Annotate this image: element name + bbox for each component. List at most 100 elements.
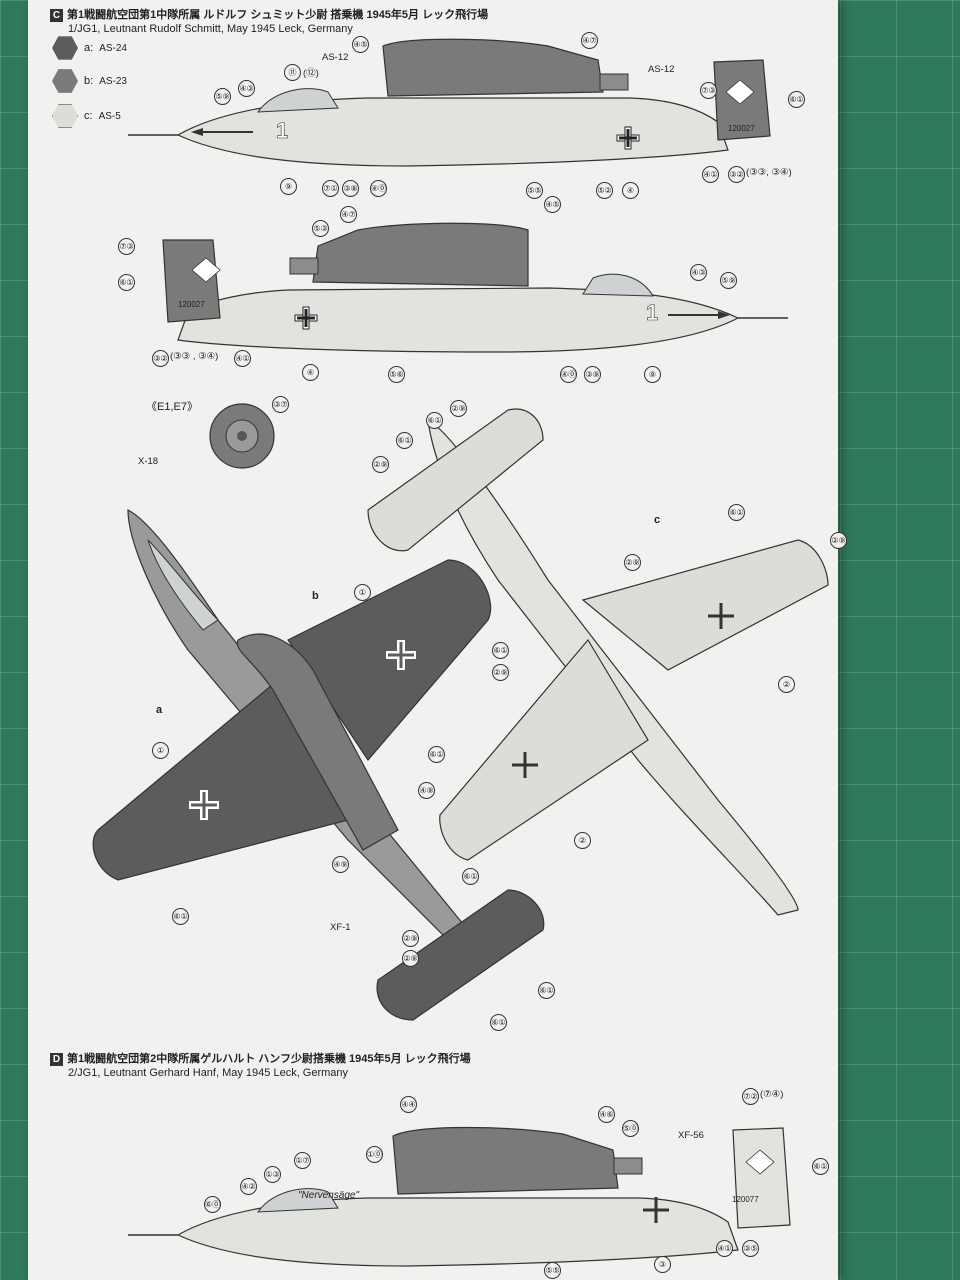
- serial-number-2: 120027: [178, 300, 205, 309]
- balkenkreuz-icon: [643, 1197, 669, 1223]
- decal-number: ⑤⑨: [720, 272, 737, 289]
- decal-number: ②⑨: [830, 532, 847, 549]
- decal-number: ③: [654, 1256, 671, 1273]
- balkenkreuz-icon: [294, 306, 318, 330]
- decal-number: ③⑧: [342, 180, 359, 197]
- side-profile-2-drawing: [162, 222, 788, 353]
- decal-number: ④⓪: [370, 180, 387, 197]
- decal-number: ④⑨: [332, 856, 349, 873]
- decal-number: ⑥①: [490, 1014, 507, 1031]
- section-c-badge: C: [50, 9, 63, 22]
- decal-number-paren: (⑦④): [760, 1089, 784, 1100]
- decal-number: ④: [302, 364, 319, 381]
- legend-key: b:: [84, 75, 94, 87]
- legend-item-b: b: AS-23: [52, 69, 127, 93]
- decal-number: ⑥①: [118, 274, 135, 291]
- decal-number: ④③: [238, 80, 255, 97]
- balkenkreuz-icon: [708, 603, 734, 629]
- decal-number: ⑤⑨: [214, 88, 231, 105]
- decal-number: ⑦①: [322, 180, 339, 197]
- decal-number-paren: (⑫): [303, 68, 319, 79]
- decal-number: ⑥①: [788, 91, 805, 108]
- decal-number: ⑥①: [396, 432, 413, 449]
- side-profile-1-drawing: [128, 38, 771, 167]
- balkenkreuz-icon: [189, 790, 219, 820]
- decal-number: ②: [574, 832, 591, 849]
- decal-number: ④①: [716, 1240, 733, 1257]
- paint-callout-xf56: XF-56: [678, 1130, 704, 1141]
- decal-number: ②⑨: [492, 664, 509, 681]
- decal-number: ②⑨: [402, 930, 419, 947]
- decal-number: ⑤⑤: [544, 1262, 561, 1279]
- decal-number: ⑥①: [462, 868, 479, 885]
- bottom-view-drawing: [367, 408, 829, 916]
- decal-number: ④②: [240, 1178, 257, 1195]
- balkenkreuz-icon: [512, 752, 538, 778]
- serial-number-d: 120077: [732, 1195, 759, 1204]
- fuselage-number-1: 1: [276, 118, 289, 144]
- decal-number: ①⑦: [294, 1152, 311, 1169]
- balkenkreuz-icon: [616, 126, 640, 150]
- balkenkreuz-icon: [386, 640, 416, 670]
- decal-number: ②⑨: [372, 456, 389, 473]
- paint-callout-as12-left: AS-12: [322, 52, 349, 63]
- decal-number: ③⑦: [272, 396, 289, 413]
- decal-number: ②: [778, 676, 795, 693]
- decal-number: ⑦③: [118, 238, 135, 255]
- legend-code: AS-5: [98, 110, 121, 122]
- decal-number: ④⑥: [598, 1106, 615, 1123]
- section-c-title-en: 1/JG1, Leutnant Rudolf Schmitt, May 1945…: [68, 23, 353, 35]
- decal-number: ⑤⑥: [388, 366, 405, 383]
- legend-key: a:: [84, 42, 94, 54]
- decal-number: ④④: [400, 1096, 417, 1113]
- paint-callout-xf1: XF-1: [330, 922, 351, 933]
- top-view-drawing: [92, 509, 545, 1021]
- decal-number: ②⑨: [402, 950, 419, 967]
- decal-number: ⑤⑤: [526, 182, 543, 199]
- decal-number: ④⓪: [560, 366, 577, 383]
- paint-swatch-icon: [52, 104, 78, 128]
- decal-number: ⑤③: [312, 220, 329, 237]
- decal-number: ⑤⓪: [622, 1120, 639, 1137]
- legend-item-c: c: AS-5: [52, 104, 121, 128]
- decal-number-paren: (③③ , ③④): [170, 351, 219, 362]
- decal-number: ④⑤: [544, 196, 561, 213]
- decal-number: ⑤②: [596, 182, 613, 199]
- decal-number: ③⑤: [742, 1240, 759, 1257]
- decal-number: ⑨: [280, 178, 297, 195]
- decal-number: ⑦③: [700, 82, 717, 99]
- section-d-side-profile-drawing: [128, 1126, 791, 1267]
- decal-number: ④⑨: [418, 782, 435, 799]
- decal-number: ⑥①: [428, 746, 445, 763]
- decal-number: ④①: [234, 350, 251, 367]
- decal-number-paren: (③③, ③④): [746, 167, 792, 178]
- serial-number-1: 120027: [728, 124, 755, 133]
- legend-code: AS-24: [99, 42, 127, 54]
- paint-callout-as12-right: AS-12: [648, 64, 675, 75]
- nose-art-text: "Nervensäge": [298, 1190, 360, 1201]
- decal-number: ⑥①: [492, 642, 509, 659]
- decal-number: ⑥①: [426, 412, 443, 429]
- paint-callout-x18: X-18: [138, 456, 159, 467]
- decal-number: ⑥①: [728, 504, 745, 521]
- paint-callout-b: b: [312, 590, 319, 602]
- decal-number: ①: [354, 584, 371, 601]
- decal-number: ⑨: [644, 366, 661, 383]
- section-d-title-en: 2/JG1, Leutnant Gerhard Hanf, May 1945 L…: [68, 1067, 349, 1079]
- decal-number: ④①: [702, 166, 719, 183]
- section-d-header: D 第1戦闘航空団第2中隊所属ゲルハルト ハンフ少尉搭乗機 1945年5月 レック…: [50, 1052, 471, 1080]
- paint-callout-c: c: [654, 514, 661, 526]
- decal-number: ④⑦: [581, 32, 598, 49]
- decal-number: ⑥①: [172, 908, 189, 925]
- decal-number: ②⑨: [624, 554, 641, 571]
- legend-code: AS-23: [99, 75, 127, 87]
- section-d-title-jp: 第1戦闘航空団第2中隊所属ゲルハルト ハンフ少尉搭乗機 1945年5月 レック飛…: [67, 1053, 471, 1065]
- decal-number: ④⑤: [352, 36, 369, 53]
- decal-number: ④: [622, 182, 639, 199]
- decal-number: ⑥①: [538, 982, 555, 999]
- section-d-badge: D: [50, 1053, 63, 1066]
- decal-number: ⑥①: [812, 1158, 829, 1175]
- decal-number: ②⑨: [450, 400, 467, 417]
- wheel-detail-label: 《E1,E7》: [146, 401, 198, 413]
